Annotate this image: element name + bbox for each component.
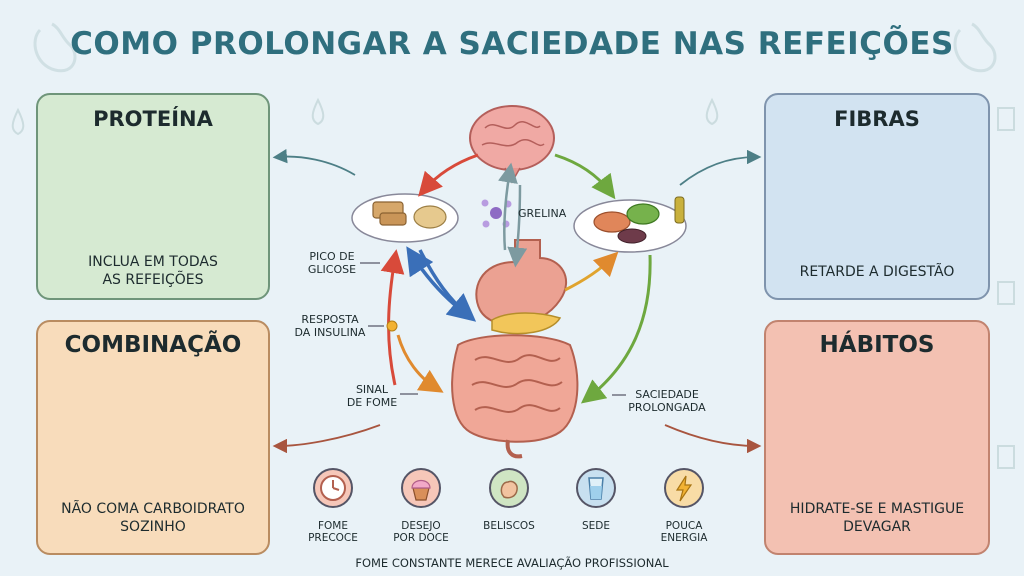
warning-3-label: BELISCOS [474,520,544,532]
label-resposta-line1: RESPOSTA [301,313,359,326]
label-saciedade-prolongada: SACIEDADE PROLONGADA [622,388,712,414]
arrow-stomach-to-balanced [564,251,619,292]
warning-4-label: SEDE [561,520,631,532]
lightning-icon [666,470,702,510]
page-title: COMO PROLONGAR A SACIEDADE NAS REFEIÇÕES [70,26,954,62]
warning-2-label-line1: DESEJO [401,520,441,532]
card-fibras: FIBRAS RETARDE A DIGESTÃO [764,93,990,300]
arrow-balanced-to-satiety [580,254,652,404]
label-sinal-line2: DE FOME [346,396,398,409]
label-resposta-insulina: RESPOSTA DA INSULINA [290,313,370,339]
background-glass-icon [997,107,1015,469]
card-proteina-caption-line1: INCLUA EM TODAS [88,254,218,270]
card-proteina-title: PROTEÍNA [93,107,213,131]
footer-note: FOME CONSTANTE MERECE AVALIAÇÃO PROFISSI… [355,556,669,570]
background-stomach-icon-right [953,22,997,73]
connector-habitos [664,424,762,454]
card-proteina-caption-line2: AS REFEIÇÕES [102,272,204,288]
card-fibras-caption-line1: RETARDE A DIGESTÃO [799,264,955,280]
label-sinal-line1: SINAL [355,383,389,396]
arrow-insulin-to-glucose [380,249,405,386]
warning-5-label-line1: POUCA [665,520,703,532]
warning-4-circle [576,468,616,508]
card-habitos-caption-line2: DEVAGAR [843,519,911,535]
label-resposta-line2: DA INSULINA [294,326,366,339]
background-stomach-icon-left [33,22,77,73]
brain-illustration [469,105,555,184]
card-habitos-caption-line1: HIDRATE-SE E MASTIGUE [789,501,965,517]
arrow-brain-to-stomach [507,184,528,268]
hand-icon [491,470,527,510]
stomach-illustration [475,239,567,335]
warning-4-label-line1: SEDE [581,520,611,532]
card-proteina: PROTEÍNA INCLUA EM TODAS AS REFEIÇÕES [36,93,270,300]
card-combinacao-title: COMBINAÇÃO [64,332,242,358]
warning-2-label-line2: POR DOCE [393,532,449,544]
connector-combinacao [272,424,381,454]
warning-1-circle [313,468,353,508]
warning-5-circle [664,468,704,508]
cupcake-icon [403,470,439,510]
label-pico-line1: PICO DE [309,250,355,263]
grelina-molecule-icon [481,199,512,228]
clock-icon [315,470,351,510]
warning-5-label-line2: ENERGIA [660,532,708,544]
card-combinacao: COMBINAÇÃO NÃO COMA CARBOIDRATO SOZINHO [36,320,270,555]
arrow-brain-to-carbs [418,153,479,197]
label-sinal-fome: SINAL DE FOME [340,383,404,409]
background-drop-icon [11,97,719,136]
label-pico-glicose: PICO DE GLICOSE [300,250,364,276]
arrow-stomach-to-carbs [406,246,457,307]
card-habitos-title: HÁBITOS [819,332,935,358]
warning-3-circle [489,468,529,508]
label-saciedade-line2: PROLONGADA [628,401,706,414]
label-grelina: GRELINA [518,207,567,220]
balanced-plate-illustration [573,196,687,253]
label-saciedade-line1: SACIEDADE [635,388,699,401]
warning-3-label-line1: BELISCOS [483,520,535,532]
insulin-marker [386,320,398,332]
arrow-brain-to-balanced [554,153,616,200]
card-habitos: HÁBITOS HIDRATE-SE E MASTIGUE DEVAGAR [764,320,990,555]
card-combinacao-caption-line1: NÃO COMA CARBOIDRATO [61,501,245,517]
arrow-insulin-to-hunger [396,334,444,393]
intestines-illustration [451,334,579,459]
connector-proteina [272,149,356,176]
connector-fibras [679,149,762,186]
carbs-plate-illustration [351,193,459,243]
label-pico-line2: GLICOSE [307,263,357,276]
water-glass-icon [578,470,614,510]
arrow-carbs-to-stomach [418,249,477,322]
warning-1-label-line1: FOME [318,520,348,532]
card-combinacao-caption-line2: SOZINHO [120,519,186,535]
card-fibras-title: FIBRAS [834,107,920,131]
arrow-stomach-to-brain [498,162,518,251]
warning-1-label-line2: PRECOCE [308,532,358,544]
warning-2-circle [401,468,441,508]
